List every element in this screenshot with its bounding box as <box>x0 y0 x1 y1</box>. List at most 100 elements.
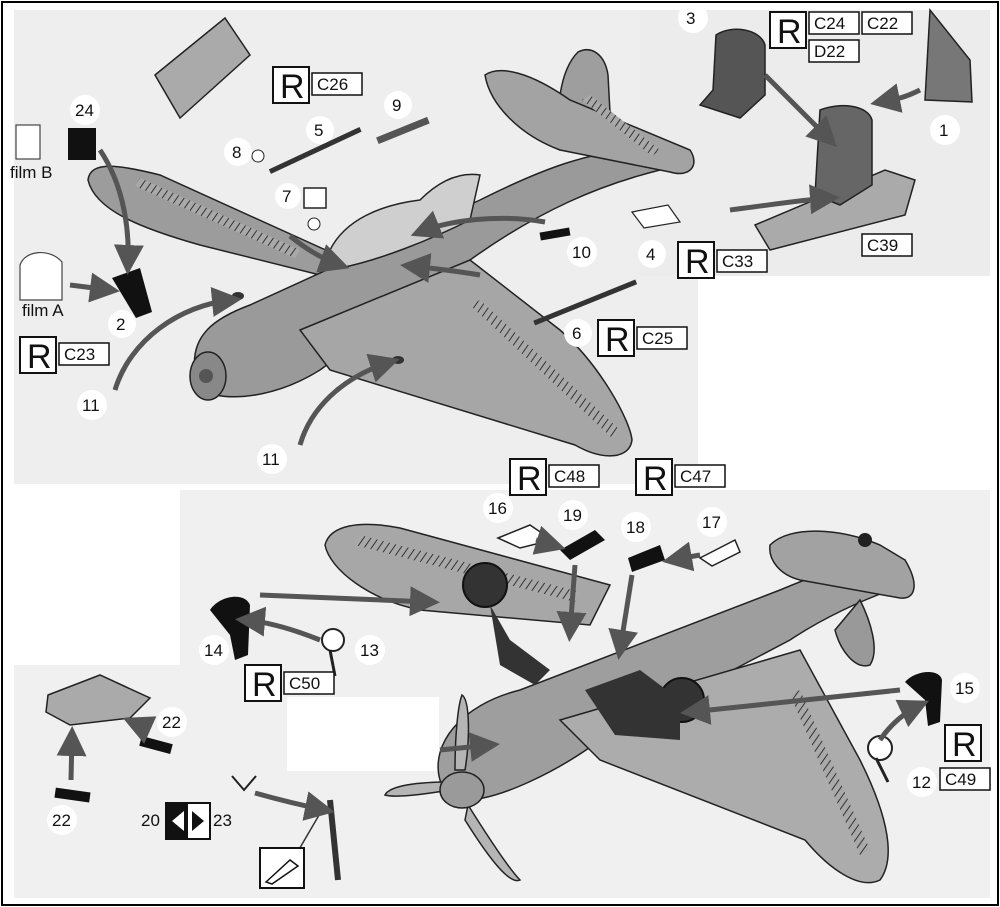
part-24-panel <box>68 128 96 160</box>
bottom-left-wheel <box>462 562 508 608</box>
top-tailplane-stripes <box>582 95 660 156</box>
knife-icon <box>259 847 305 889</box>
bottom-prop-blade-down <box>464 803 522 882</box>
top-canopy <box>329 173 481 269</box>
part-label-4: 4 <box>646 245 655 264</box>
part-label-24: 24 <box>75 101 94 120</box>
part-label-16: 16 <box>488 499 507 518</box>
top-far-wing <box>87 165 331 276</box>
part-20-v-piece <box>231 775 257 792</box>
bottom-far-wing-stripes <box>355 535 580 602</box>
top-arrows <box>69 73 922 446</box>
top-far-wing-stripes <box>135 178 300 258</box>
resin-marker-c25: R <box>605 321 630 359</box>
part-9-strip <box>376 116 430 145</box>
resin-marker-c26: R <box>280 68 305 106</box>
part-label-19: 19 <box>563 506 582 525</box>
flip-symbol-icon <box>165 802 211 840</box>
top-number-labels: 3 1 24 5 9 8 7 10 4 2 6 11 11 film B fil… <box>10 3 960 474</box>
part-label-12: 12 <box>912 773 931 792</box>
cockpit-seat <box>814 104 873 206</box>
film-a-label: film A <box>22 301 64 320</box>
top-mount-hole-1 <box>232 292 244 300</box>
film-b-label: film B <box>10 163 53 182</box>
part-label-10: 10 <box>572 243 591 262</box>
blank-box <box>287 697 439 771</box>
code-c26: C26 <box>317 75 348 94</box>
part-12-bracket <box>867 735 893 783</box>
code-c39: C39 <box>867 236 898 255</box>
part-19-door <box>560 530 605 560</box>
part-8-ring <box>251 149 265 163</box>
part-label-6: 6 <box>572 324 581 343</box>
part-1-panel <box>924 7 973 103</box>
resin-marker-c23: R <box>27 338 52 376</box>
bottom-prop-blade-up <box>454 693 470 771</box>
part-label-1: 1 <box>939 121 948 140</box>
part-label-17: 17 <box>702 513 721 532</box>
part-label-8: 8 <box>232 143 241 162</box>
resin-marker-c50: R <box>252 666 277 704</box>
part-label-18: 18 <box>626 518 645 537</box>
resin-marker-c47: R <box>643 460 668 498</box>
resin-marker-c48: R <box>517 460 542 498</box>
code-d22: D22 <box>814 42 845 61</box>
part-3-seat <box>698 28 766 119</box>
part-film-b <box>15 124 41 160</box>
part-2-bracket <box>112 268 152 318</box>
resin-marker-c33: R <box>685 243 710 281</box>
code-c33: C33 <box>722 252 753 271</box>
code-c49: C49 <box>945 770 976 789</box>
bottom-arrows <box>56 525 930 821</box>
part-22-strip-left <box>54 787 91 803</box>
code-c22: C22 <box>867 14 898 33</box>
code-c50: C50 <box>289 674 320 693</box>
part-15-door <box>905 671 942 726</box>
part-7-icon <box>303 187 327 209</box>
part-7-screw <box>307 217 321 231</box>
part-6-strip <box>533 279 638 326</box>
part-label-22-left: 22 <box>52 811 71 830</box>
bottom-tail-fin <box>834 598 875 667</box>
part-film-a <box>19 252 63 301</box>
bottom-number-labels: 16 19 18 17 14 13 15 12 22 22 20 23 <box>47 493 980 835</box>
bottom-part-codes: R C48 R C47 R C50 R C49 <box>244 458 991 791</box>
code-c24: C24 <box>814 14 845 33</box>
part-4-piece <box>630 204 682 229</box>
code-c25: C25 <box>642 329 673 348</box>
top-part-codes: R C26 R C24 C22 D22 R C33 C39 R C25 R C2… <box>19 11 913 376</box>
part-17-piece <box>698 538 741 567</box>
code-c23: C23 <box>64 345 95 364</box>
part-label-5: 5 <box>314 121 323 140</box>
part-label-15: 15 <box>955 679 974 698</box>
bottom-left-gear-leg <box>490 605 550 685</box>
code-c47: C47 <box>680 467 711 486</box>
bottom-right-gear-bay <box>585 670 680 740</box>
part-5-strip <box>268 127 362 174</box>
top-engine-hub <box>199 369 213 383</box>
part-26-frame <box>154 16 251 120</box>
bottom-spinner <box>439 771 485 809</box>
part-label-3: 3 <box>686 9 695 28</box>
part-label-22-right: 22 <box>162 713 181 732</box>
top-near-wing <box>298 259 633 457</box>
part-18-door <box>628 545 665 572</box>
part-label-23: 23 <box>213 811 232 830</box>
top-mount-hole-2 <box>392 356 404 364</box>
resin-marker-c49: R <box>952 726 977 764</box>
part-label-20: 20 <box>141 811 160 830</box>
part-label-11-bottom: 11 <box>262 450 280 469</box>
resin-marker-c24: R <box>777 13 802 51</box>
part-10-strip <box>539 227 571 241</box>
part-label-14: 14 <box>204 641 223 660</box>
bottom-prop-blade-left <box>383 781 451 797</box>
part-label-9: 9 <box>392 96 401 115</box>
bottom-near-wing-stripes <box>790 690 870 855</box>
bottom-tailplane <box>769 530 915 599</box>
part-label-13: 13 <box>360 641 379 660</box>
bottom-aircraft <box>324 523 915 884</box>
bottom-tailwheel <box>858 533 872 547</box>
code-c48: C48 <box>554 467 585 486</box>
top-near-wing-stripes <box>470 300 620 438</box>
